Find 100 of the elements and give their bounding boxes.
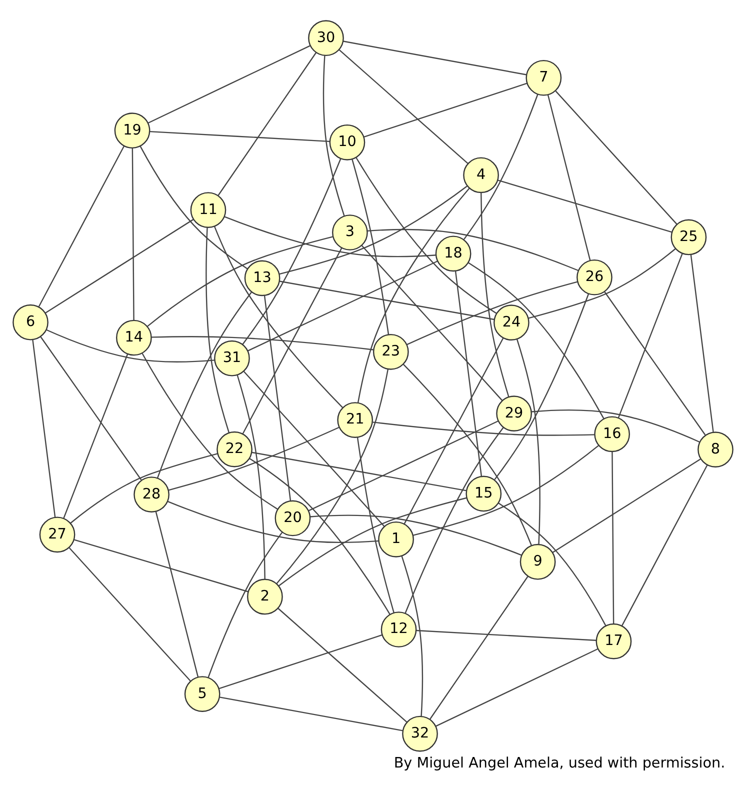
connector	[218, 52, 316, 196]
connector	[356, 156, 497, 314]
node-circle: 18	[435, 235, 472, 272]
node-circle: 11	[190, 192, 226, 228]
connector	[367, 228, 579, 271]
connector	[480, 192, 510, 397]
connector	[46, 328, 215, 362]
connector	[70, 452, 218, 524]
connector	[372, 421, 595, 436]
caption: By Miguel Angel Amela, used with permission.	[394, 754, 726, 771]
connector	[38, 145, 125, 307]
connector	[555, 90, 678, 224]
connector	[220, 696, 404, 731]
connector	[278, 607, 408, 722]
connector	[621, 464, 708, 626]
connector	[498, 502, 606, 626]
connector	[516, 338, 540, 544]
connector	[498, 179, 672, 232]
connector	[361, 244, 503, 400]
node-circle: 10	[329, 124, 366, 160]
connector	[68, 547, 191, 681]
connector	[547, 94, 591, 260]
connector	[242, 247, 342, 434]
node-circle: 32	[402, 715, 438, 752]
connector	[252, 451, 467, 491]
connector	[356, 436, 394, 612]
connector	[278, 496, 467, 586]
connector	[32, 339, 56, 517]
connector	[454, 270, 482, 476]
node-circle: 5	[184, 676, 220, 712]
connector	[690, 254, 714, 432]
connector	[208, 532, 283, 678]
node-circle: 21	[337, 402, 374, 438]
node-circle: 13	[244, 260, 280, 296]
connector	[430, 576, 528, 719]
connector	[156, 291, 252, 478]
connector	[279, 185, 468, 274]
connector	[40, 336, 142, 480]
connector	[338, 48, 468, 164]
connector	[151, 336, 374, 350]
connector	[401, 555, 424, 716]
connector	[276, 368, 388, 584]
connector	[264, 294, 292, 500]
connector	[132, 148, 134, 320]
connector	[148, 44, 310, 124]
connector	[494, 293, 590, 480]
node-circle: 12	[380, 611, 417, 647]
connector	[224, 216, 436, 257]
node-circle: 28	[134, 476, 170, 512]
connector	[416, 629, 596, 640]
connector	[147, 236, 334, 326]
node-circle: 25	[670, 218, 707, 255]
connector	[236, 374, 266, 579]
connector	[357, 187, 470, 402]
connector	[532, 409, 700, 442]
connector	[412, 444, 599, 536]
connector	[167, 500, 379, 542]
connector	[404, 426, 504, 613]
connector	[402, 363, 532, 546]
connector	[249, 458, 390, 614]
connector	[364, 82, 528, 137]
connector	[618, 252, 683, 418]
connector	[242, 158, 342, 344]
node-circle: 27	[39, 516, 76, 552]
connector	[150, 130, 330, 142]
connector	[279, 280, 494, 320]
connector	[74, 538, 248, 592]
node-circle: 23	[372, 333, 409, 370]
node-circle: 29	[496, 395, 532, 431]
connector	[248, 260, 438, 351]
connector	[436, 648, 598, 726]
node-circle: 6	[12, 304, 48, 340]
node-circle: 19	[114, 112, 150, 148]
node-circle: 30	[308, 20, 344, 56]
connector	[468, 262, 604, 418]
node-circle: 1	[378, 520, 414, 557]
node-circle: 8	[698, 431, 734, 467]
node-circle: 7	[526, 59, 562, 96]
connector	[243, 370, 385, 526]
connector	[404, 337, 504, 524]
connector	[406, 280, 578, 345]
connector	[604, 291, 706, 435]
node-circle: 4	[463, 156, 499, 193]
connector	[322, 55, 345, 216]
connector	[552, 458, 702, 552]
connector	[155, 510, 199, 677]
connector	[206, 226, 230, 432]
node-circle: 17	[596, 622, 632, 659]
connector	[310, 514, 522, 556]
connector	[168, 426, 340, 490]
connector	[463, 94, 538, 240]
connector	[218, 634, 382, 689]
connector	[63, 353, 128, 518]
connector	[214, 226, 344, 408]
connector	[140, 145, 248, 269]
node-circle: 3	[332, 214, 368, 250]
node-circle: 31	[214, 340, 250, 376]
connector	[343, 40, 527, 75]
node-circle: 15	[466, 475, 502, 512]
node-circle: 20	[274, 500, 311, 536]
